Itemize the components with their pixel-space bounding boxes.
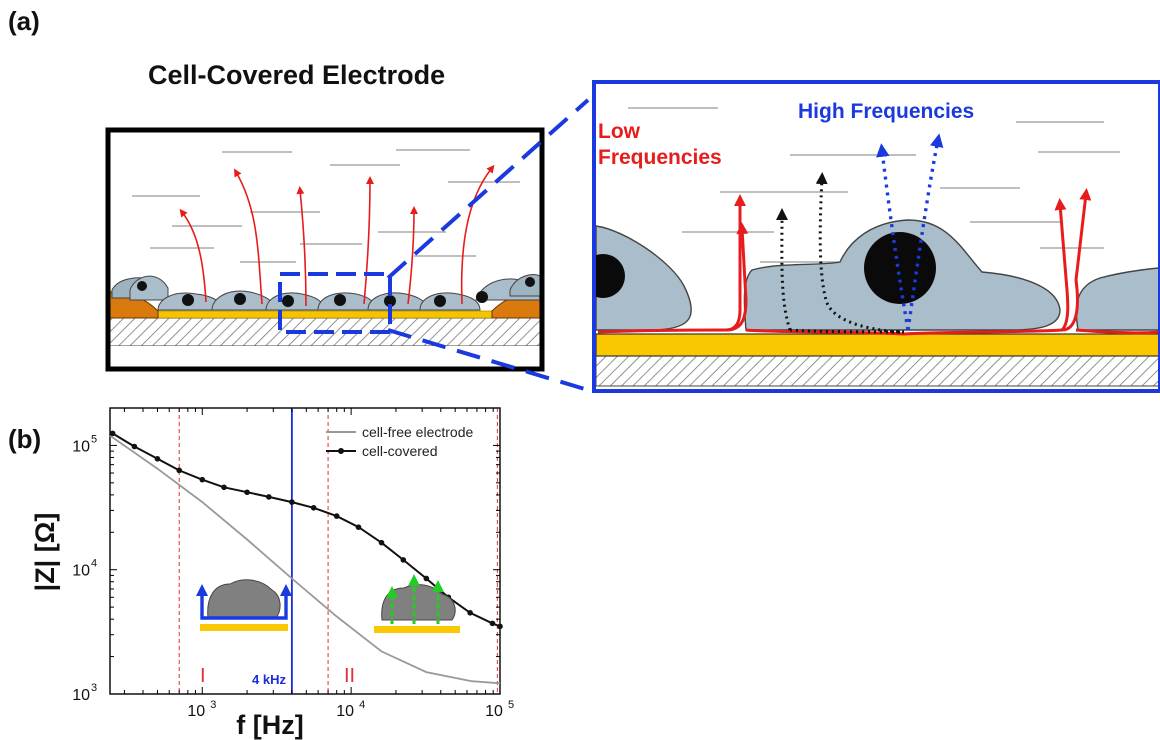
electrode-overview [105,127,545,372]
data-point [497,623,503,630]
y-axis-label: |Z| [Ω] [30,513,60,592]
high-frequency-current [876,133,944,331]
y-tick-label: 10 [72,438,90,455]
series-line-cell-free [109,434,501,685]
low-frequency-current [597,188,1160,336]
data-point [131,443,138,450]
inset-low-frequency-cell [196,579,292,631]
data-point [154,456,161,462]
legend-marker-cell-covered [338,448,344,454]
y-tick-label: 10 [72,687,90,704]
x-tick-label-exponent: 3 [210,699,216,711]
x-tick-label: 10 [187,703,205,720]
intermediate-current [775,172,905,334]
x-tick-label-exponent: 4 [359,699,365,711]
data-point [244,489,250,496]
zoom-connector-lines [386,98,590,392]
cell-monolayer [111,274,540,311]
low-frequencies-label-line2: Frequencies [598,146,722,169]
data-point [355,524,362,530]
x-tick-label: 10 [485,703,503,720]
high-frequencies-label: High Frequencies [798,100,974,123]
y-tick-label: 10 [72,563,90,580]
legend-label-cell-free: cell-free electrode [362,424,473,440]
background-lines [628,107,1120,263]
y-tick-label-exponent: 4 [91,558,97,570]
data-point [289,499,295,505]
x-tick-label-exponent: 5 [508,699,514,711]
data-point [310,504,317,511]
plot-frame [109,407,501,695]
series-layer [109,430,503,685]
panel-a-label: (a) [8,6,40,36]
data-point [176,467,183,474]
legend-label-cell-covered: cell-covered [362,443,437,459]
overview-frame [105,127,545,372]
vertical-markers-layer [178,408,498,694]
panel-a-title: Cell-Covered Electrode [148,60,446,90]
inset-high-frequency-cell [374,574,460,633]
low-frequencies-label-line1: Low [598,120,641,143]
x-axis-label: f [Hz] [236,710,303,740]
data-point [400,557,407,563]
zoomed-detail: Low Frequencies High Frequencies [592,80,1160,393]
y-tick-label-exponent: 5 [91,433,97,445]
zoom-frame [592,80,1160,393]
x-tick-label: 10 [336,703,354,720]
y-tick-label-exponent: 3 [91,682,97,694]
data-point [199,476,206,483]
data-point [378,539,385,546]
panel-b-label: (b) [8,424,42,454]
region-II-label: II [344,665,355,687]
data-point [109,430,116,437]
region-I-label: I [200,665,206,687]
legend: cell-free electrode cell-covered [326,424,473,459]
marker-4khz-label: 4 kHz [252,672,286,687]
data-point [266,494,272,500]
data-point [333,513,340,519]
data-point [467,610,473,616]
data-point [489,620,496,627]
current-arrows [179,164,495,307]
data-point [423,575,430,582]
data-point [221,484,227,491]
background-lines [132,149,520,263]
